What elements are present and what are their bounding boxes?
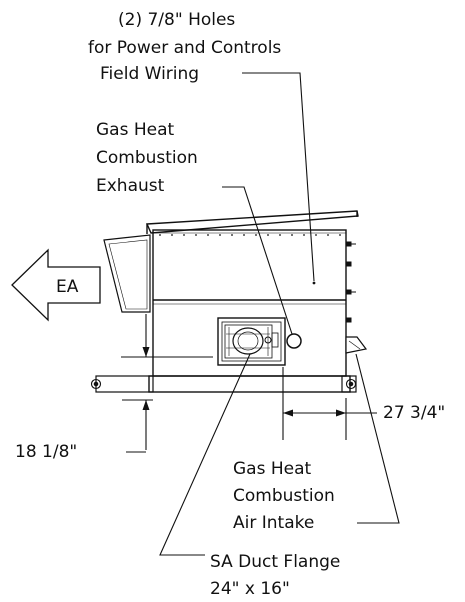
exhaust-flue [286,333,302,349]
exhaust-callout-line3: Exhaust [96,176,165,196]
exhaust-callout-line2: Combustion [96,148,198,168]
exhaust-hood [103,234,151,313]
base-rail [90,375,357,393]
intake-callout-line2: Combustion [233,486,335,506]
width-dimension-label: 27 3/4" [383,403,446,423]
ea-arrow: EA [11,248,101,322]
side-fittings [345,241,356,353]
intake-callout-line3: Air Intake [233,513,315,533]
unit-roof [145,210,359,234]
sa-duct-flange [217,317,286,366]
holes-callout-line3: Field Wiring [100,64,200,84]
height-dimension-label: 18 1/8" [15,442,78,462]
duct-callout-line2: 24" x 16" [210,579,290,599]
leader-lines [159,72,400,556]
intake-hood [345,336,368,354]
width-dimension [282,367,377,440]
exhaust-callout-line1: Gas Heat [96,120,175,140]
height-dimension [121,314,213,453]
holes-callout-line1: (2) 7/8" Holes [118,10,236,30]
holes-callout-line2: for Power and Controls [88,38,282,58]
ea-label: EA [56,277,79,297]
intake-callout-line1: Gas Heat [233,459,312,479]
duct-callout-line1: SA Duct Flange [210,552,341,572]
